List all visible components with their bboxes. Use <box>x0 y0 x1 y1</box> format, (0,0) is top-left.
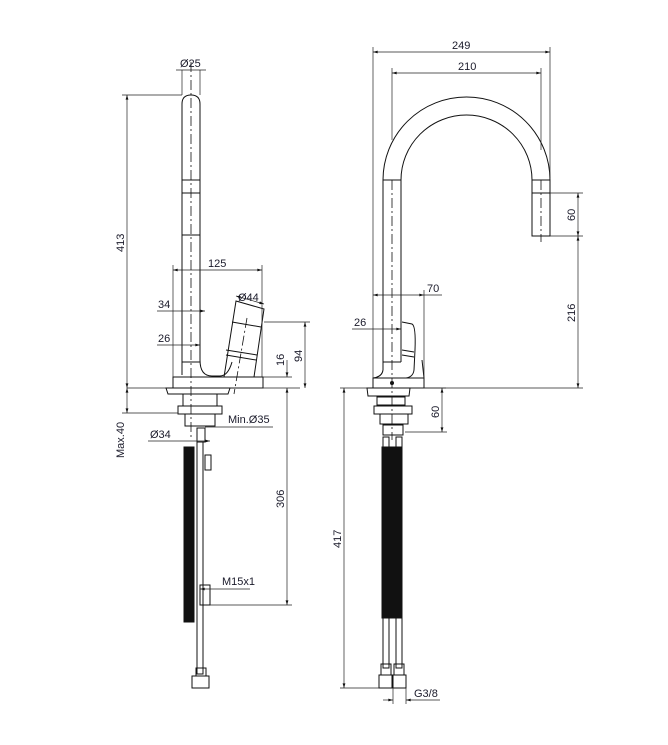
dim-base-width: 70 <box>427 283 439 295</box>
dim-26: 26 <box>158 333 170 345</box>
dim-min-hole: Min.Ø35 <box>228 414 270 426</box>
hose-braided <box>381 446 403 619</box>
dim-under-counter: 60 <box>430 406 442 418</box>
dim-26: 26 <box>354 317 366 329</box>
dim-total-height: 413 <box>115 234 127 252</box>
base-plate <box>172 376 264 389</box>
dim-outlet-height: 216 <box>566 304 578 322</box>
dim-handle-diameter: Ø44 <box>238 292 259 304</box>
spout <box>181 94 233 377</box>
hose-braided <box>183 446 195 623</box>
dim-connection: G3/8 <box>414 688 438 700</box>
dim-outlet-length: 60 <box>566 209 578 221</box>
supply-pipe <box>196 441 204 675</box>
dim-hose-length: 417 <box>332 530 344 548</box>
front-view: 249 210 60 216 70 26 60 417 G3/8 <box>332 40 583 704</box>
handle <box>223 300 265 378</box>
dim-thread: M15x1 <box>222 576 255 588</box>
base-plate <box>372 377 425 389</box>
dim-reach: 210 <box>458 61 476 73</box>
dim-shank-length: 306 <box>275 490 287 508</box>
dim-34: 34 <box>158 299 170 311</box>
dim-base-height: 16 <box>275 354 287 366</box>
dim-shank-diameter: Ø34 <box>150 429 171 441</box>
dim-spout-diameter: Ø25 <box>180 58 201 70</box>
dim-handle-height: 94 <box>293 350 305 362</box>
handle <box>401 321 416 379</box>
dim-max-counter: Max.40 <box>115 422 127 458</box>
gooseneck-spout <box>382 96 551 370</box>
side-view: Ø25 413 125 Ø44 34 26 94 16 Max.40 Min.Ø… <box>115 58 310 689</box>
dim-projection: 125 <box>208 258 226 270</box>
dim-overall-width: 249 <box>452 40 470 52</box>
